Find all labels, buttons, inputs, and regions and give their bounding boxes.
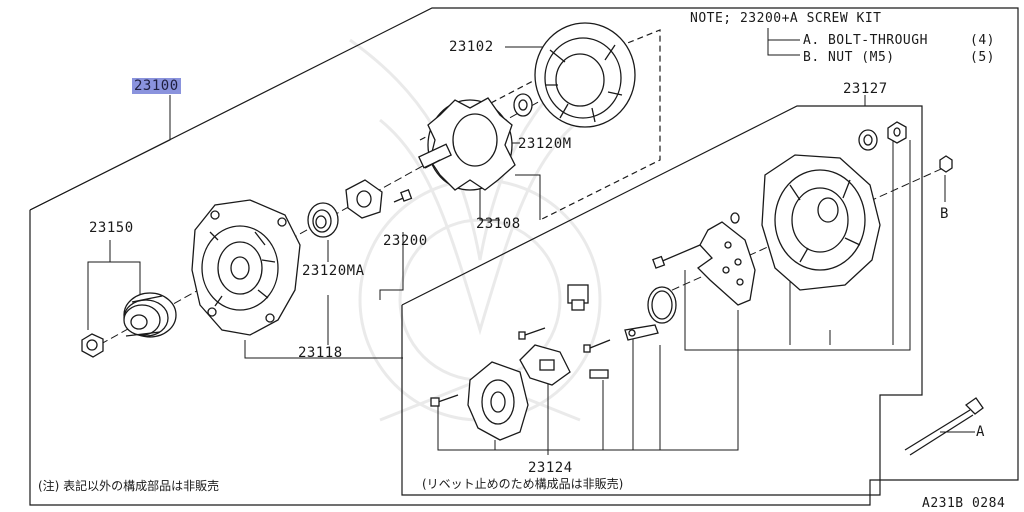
part-label-b: B xyxy=(940,206,949,222)
small-screw-icon[interactable] xyxy=(518,327,546,340)
rotor-icon[interactable] xyxy=(418,97,516,191)
leader-23200 xyxy=(379,232,404,300)
part-label-23120m: 23120M xyxy=(518,136,572,152)
part-label-23100[interactable]: 23100 xyxy=(132,78,181,94)
outer-boundary xyxy=(29,7,1019,506)
footnote-center: (リベット止めのため構成品は非販売) xyxy=(422,477,624,491)
leader-23118b xyxy=(244,340,403,359)
rear-housing-icon[interactable] xyxy=(761,154,881,291)
leader-23150 xyxy=(87,240,111,330)
part-label-23124: 23124 xyxy=(528,460,573,476)
brush-holder-icon[interactable] xyxy=(519,344,571,386)
spacer-icon[interactable] xyxy=(858,129,878,151)
part-label-a: A xyxy=(976,424,985,440)
note-title: NOTE; 23200+A SCREW KIT xyxy=(690,11,882,26)
rotor-dashed-box xyxy=(419,29,661,221)
rear-cover-icon[interactable] xyxy=(467,361,529,441)
leader-23108b xyxy=(515,174,541,220)
small-screw-2-icon[interactable] xyxy=(583,339,611,353)
leader-23150b xyxy=(110,261,141,300)
brush-icon[interactable] xyxy=(589,369,609,379)
front-bearing-icon[interactable] xyxy=(307,202,339,238)
note-qty-a: (4) xyxy=(970,33,995,48)
note-qty-b: (5) xyxy=(970,50,995,65)
leader-23100 xyxy=(29,95,171,211)
pulley-nut-icon[interactable] xyxy=(81,333,104,358)
part-label-23127: 23127 xyxy=(843,81,888,97)
leader-rear-group xyxy=(684,140,911,351)
front-housing-icon[interactable] xyxy=(191,199,301,336)
inner-boundary xyxy=(401,105,923,496)
seal-ring-icon[interactable] xyxy=(647,286,677,324)
part-label-23150: 23150 xyxy=(89,220,134,236)
housing-bolt-icon[interactable] xyxy=(652,212,740,269)
through-bolt-icon[interactable] xyxy=(904,397,984,456)
footnote-left: (注) 表記以外の構成部品は非販売 xyxy=(38,479,220,493)
cooling-fan-icon[interactable] xyxy=(534,22,636,128)
nut-b-icon[interactable] xyxy=(939,155,953,173)
terminal-connector-icon[interactable] xyxy=(567,284,589,311)
retainer-plate-icon[interactable] xyxy=(345,179,383,219)
leader-23108 xyxy=(479,185,500,221)
diagram-code: A231B 0284 xyxy=(922,496,1006,511)
part-label-23200: 23200 xyxy=(383,233,428,249)
leader-note xyxy=(767,28,800,56)
cover-bolt-icon[interactable] xyxy=(430,394,459,407)
nut-icon[interactable] xyxy=(887,121,907,144)
screw-icon[interactable] xyxy=(393,189,413,203)
part-label-23102: 23102 xyxy=(449,39,494,55)
note-line-a: A. BOLT-THROUGH xyxy=(803,33,928,48)
pulley-icon[interactable] xyxy=(123,292,177,338)
leader-23124b xyxy=(437,310,739,451)
part-label-23108: 23108 xyxy=(476,216,521,232)
rear-bearing-icon[interactable] xyxy=(513,93,533,117)
part-label-23120ma: 23120MA xyxy=(302,263,365,279)
note-line-b: B. NUT (M5) xyxy=(803,50,895,65)
terminal-link-icon[interactable] xyxy=(624,324,659,341)
diode-plate-icon[interactable] xyxy=(696,221,756,306)
part-label-23118: 23118 xyxy=(298,345,343,361)
rear-axis-line xyxy=(649,164,951,301)
